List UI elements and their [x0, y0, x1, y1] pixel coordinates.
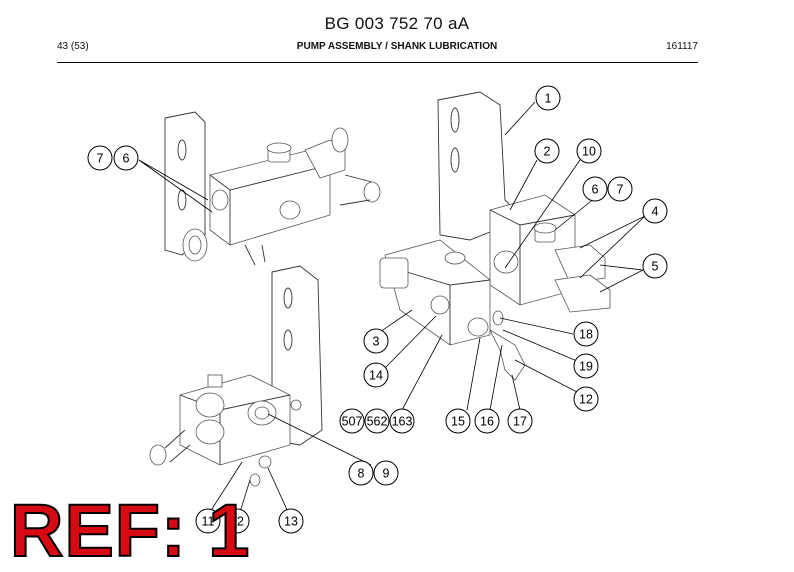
svg-text:6: 6 — [123, 152, 130, 166]
svg-text:163: 163 — [392, 415, 413, 429]
callout-12-right: 12 — [573, 386, 599, 412]
callout-12-left: 12 — [224, 508, 250, 534]
callout-17: 17 — [507, 408, 533, 434]
svg-text:18: 18 — [579, 328, 593, 342]
svg-text:14: 14 — [369, 369, 383, 383]
ref-badge: REF: 1 — [9, 489, 251, 572]
callout-6-right: 6 — [582, 176, 608, 202]
callout-9: 9 — [373, 460, 399, 486]
date-code: 161117 — [666, 41, 698, 52]
callout-8: 8 — [348, 460, 374, 486]
svg-text:11: 11 — [202, 515, 215, 529]
callout-3: 3 — [363, 328, 389, 354]
svg-text:7: 7 — [97, 152, 104, 166]
callout-1: 1 — [535, 85, 561, 111]
svg-text:9: 9 — [383, 467, 390, 481]
svg-text:4: 4 — [652, 205, 659, 219]
callout-10: 10 — [576, 138, 602, 164]
callout-11: 11 — [195, 508, 221, 534]
svg-text:12: 12 — [230, 515, 244, 529]
svg-text:8: 8 — [358, 467, 365, 481]
callout-14: 14 — [363, 362, 389, 388]
callout-562: 562 — [364, 408, 390, 434]
svg-text:10: 10 — [582, 145, 596, 159]
header-rule — [57, 62, 698, 63]
svg-text:6: 6 — [592, 183, 599, 197]
svg-text:562: 562 — [367, 415, 388, 429]
svg-text:13: 13 — [284, 515, 298, 529]
svg-text:2: 2 — [544, 145, 551, 159]
callout-6-left: 6 — [113, 145, 139, 171]
callout-7-right: 7 — [607, 176, 633, 202]
svg-text:19: 19 — [579, 360, 593, 374]
callout-7-left: 7 — [87, 145, 113, 171]
page-number: 43 (53) — [57, 41, 89, 52]
assembly-right — [379, 91, 611, 381]
svg-text:3: 3 — [373, 335, 380, 349]
assembly-bottom-left — [149, 265, 323, 487]
callout-2: 2 — [534, 138, 560, 164]
callout-19: 19 — [573, 353, 599, 379]
svg-text:16: 16 — [480, 415, 494, 429]
callout-18: 18 — [573, 321, 599, 347]
callout-163: 163 — [389, 408, 415, 434]
callout-16: 16 — [474, 408, 500, 434]
svg-text:507: 507 — [342, 415, 363, 429]
page-title: PUMP ASSEMBLY / SHANK LUBRICATION — [296, 41, 498, 52]
document-number: BG 003 752 70 aA — [324, 14, 470, 33]
svg-text:5: 5 — [652, 260, 659, 274]
callout-13: 13 — [278, 508, 304, 534]
assembly-top-left — [164, 111, 381, 266]
svg-text:1: 1 — [545, 92, 552, 106]
svg-text:12: 12 — [579, 393, 593, 407]
callout-5: 5 — [642, 253, 668, 279]
svg-text:15: 15 — [451, 415, 465, 429]
svg-text:7: 7 — [617, 183, 624, 197]
svg-text:17: 17 — [513, 415, 527, 429]
leader-lines — [138, 101, 646, 513]
callout-4: 4 — [642, 198, 668, 224]
callout-15: 15 — [445, 408, 471, 434]
callout-507: 507 — [339, 408, 365, 434]
